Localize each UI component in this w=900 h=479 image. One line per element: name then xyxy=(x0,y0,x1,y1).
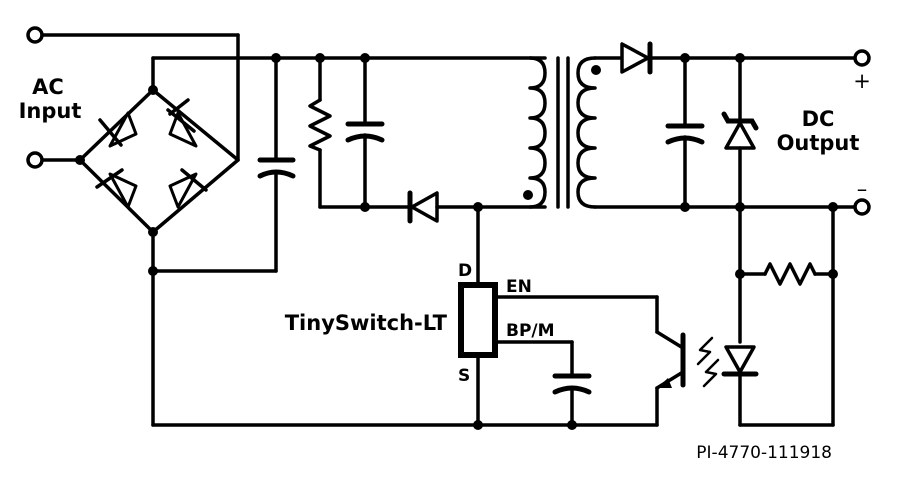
light-emission-icon xyxy=(696,336,720,388)
dc-output-terminal-negative xyxy=(853,198,871,216)
output-capacitor xyxy=(665,56,705,209)
output-rectifier-diode xyxy=(620,41,653,75)
pin-en-label: EN xyxy=(506,277,532,297)
bypass-capacitor xyxy=(552,373,592,427)
bridge-diode-bottom-left xyxy=(95,168,138,209)
ac-input-label-line1: AC xyxy=(32,75,64,99)
clamp-capacitor xyxy=(345,53,385,212)
output-zener-diode xyxy=(721,56,759,209)
dc-output-label-line1: DC xyxy=(802,107,835,131)
dc-output-terminal-positive xyxy=(853,49,871,67)
drawing-id: PI-4770-111918 xyxy=(696,443,832,463)
positive-sign: + xyxy=(853,69,871,93)
controller-label: TinySwitch-LT xyxy=(285,311,448,335)
secondary-polarity-dot xyxy=(591,65,601,75)
clamp-diode xyxy=(407,190,439,224)
dc-output-label-line2: Output xyxy=(777,131,860,155)
clamp-resistor xyxy=(308,53,332,209)
negative-sign: – xyxy=(857,177,868,201)
ac-input-label-line2: Input xyxy=(19,99,82,123)
optocoupler-led xyxy=(696,336,759,427)
optocoupler-transistor xyxy=(655,330,686,390)
bridge-diode-bottom-right xyxy=(168,168,208,209)
bridge-diode-top-left xyxy=(98,111,138,148)
feedback-resistor xyxy=(763,262,817,286)
tinyswitch-ic xyxy=(458,282,498,358)
bridge-diode-top-right xyxy=(166,98,198,148)
pin-bpm-label: BP/M xyxy=(506,321,555,341)
pin-d-label: D xyxy=(458,261,472,281)
pin-s-label: S xyxy=(458,366,470,386)
ac-input-wiring xyxy=(26,26,240,169)
bulk-capacitor xyxy=(257,53,296,273)
ac-input-terminal-top xyxy=(26,26,44,44)
ac-input-terminal-bottom xyxy=(26,151,44,169)
bridge-rectifier xyxy=(75,85,240,237)
primary-polarity-dot xyxy=(523,190,533,200)
transformer xyxy=(523,56,601,209)
